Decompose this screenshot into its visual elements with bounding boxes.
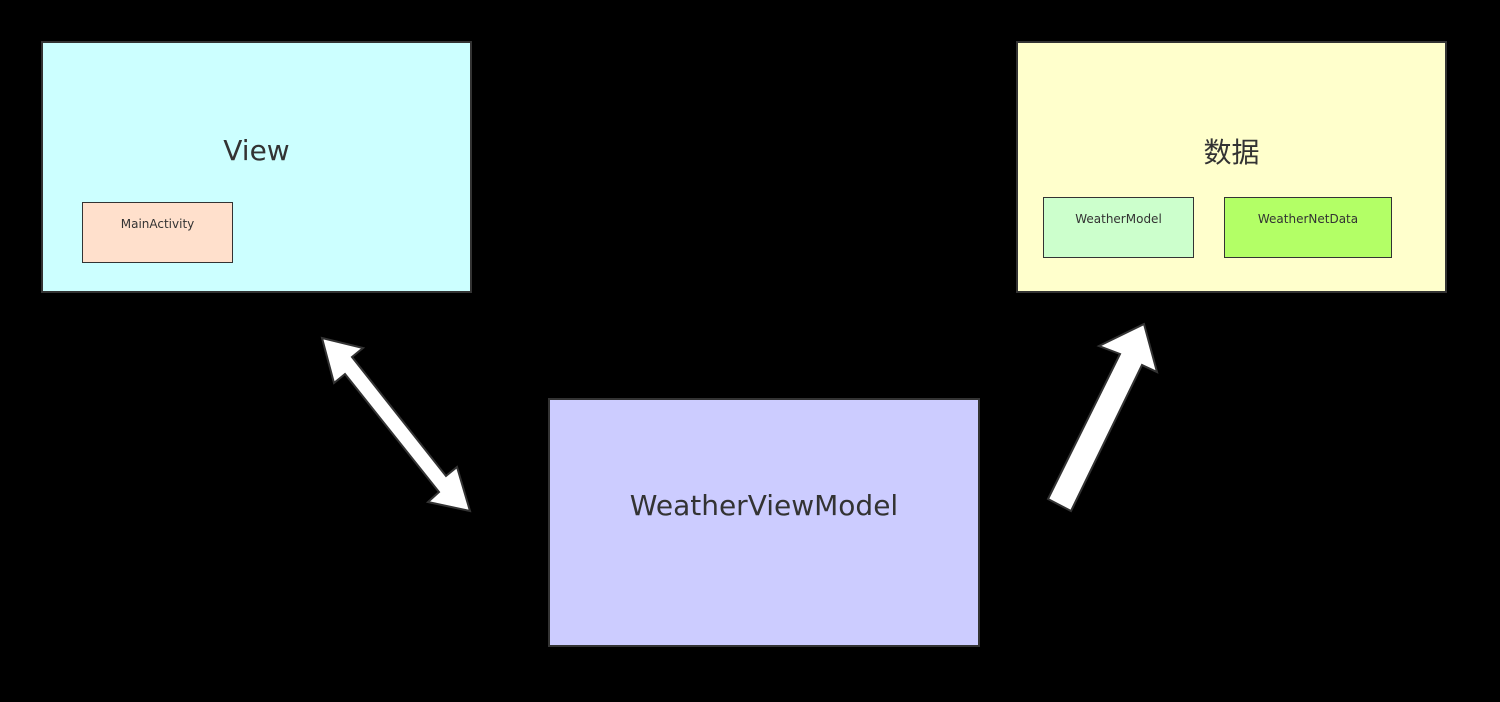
viewmodel-box: WeatherViewModel: [548, 398, 980, 647]
view-title: View: [223, 134, 290, 167]
view-viewmodel-double-arrow: [320, 336, 472, 513]
data-box: 数据 WeatherModel WeatherNetData: [1016, 41, 1447, 293]
viewmodel-title: WeatherViewModel: [629, 489, 899, 522]
view-box: View MainActivity: [41, 41, 472, 293]
viewmodel-data-arrow: [1046, 322, 1159, 513]
main-activity-box: MainActivity: [82, 202, 233, 263]
data-title: 数据: [1203, 136, 1260, 169]
weather-model-box: WeatherModel: [1043, 197, 1194, 258]
weather-net-data-box: WeatherNetData: [1224, 197, 1392, 258]
